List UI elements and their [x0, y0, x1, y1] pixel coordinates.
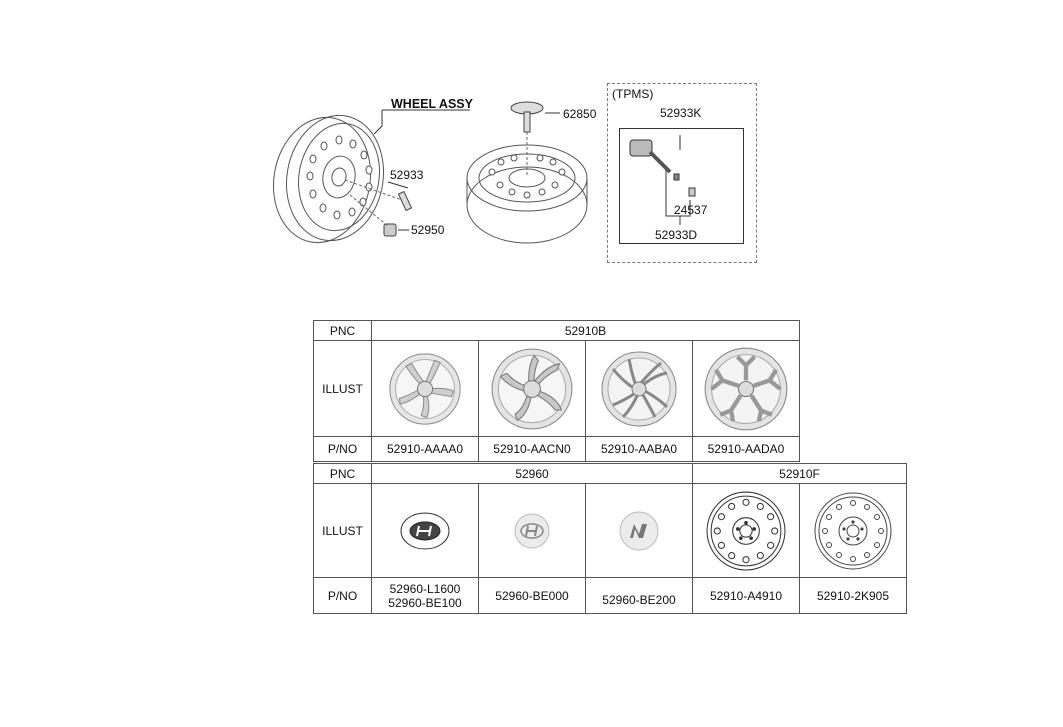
part-number: 52910-2K905 [799, 577, 907, 614]
part-number: 52910-AABA0 [585, 436, 693, 462]
tpms-group-box [607, 83, 757, 263]
illust-header: ILLUST [313, 340, 372, 437]
part-label-52933D: 52933D [655, 228, 698, 242]
cap-wheel-parts-table: PNC 52960 52910F ILLUST [313, 463, 907, 614]
part-number: 52960-BE000 [478, 577, 586, 614]
tpms-sensor-icon [629, 139, 696, 197]
part-number: 52960-L1600 52960-BE100 [371, 577, 479, 614]
part-number: 52910-AADA0 [692, 436, 800, 462]
tpms-label: (TPMS) [612, 87, 654, 101]
pno-header: P/NO [313, 436, 372, 462]
spare-tire-bolt-icon [510, 101, 544, 133]
spare-wheel-icon [466, 144, 588, 244]
illust-cell [692, 340, 800, 437]
part-number-line: 52960-L1600 [389, 581, 461, 596]
part-number: 52910-AACN0 [478, 436, 586, 462]
pnc-value: 52910F [692, 463, 907, 484]
wheel-parts-table: PNC 52910B ILLUST [313, 320, 800, 462]
illust-cell [371, 483, 479, 578]
pnc-value: 52960 [371, 463, 693, 484]
illust-cell [692, 483, 800, 578]
part-label-62850: 62850 [563, 107, 597, 121]
illust-cell [799, 483, 907, 578]
tpms-assy-box [619, 128, 744, 244]
valve-stem-icon [397, 190, 413, 212]
parts-diagram: WHEEL ASSY 52933 52950 62850 (TPMS) 5293… [0, 0, 1063, 300]
part-label-24537: 24537 [674, 203, 708, 217]
hub-cap-hyundai-silver-icon [514, 513, 550, 548]
part-number: 52910-A4910 [692, 577, 800, 614]
illust-cell [478, 483, 586, 578]
pnc-header: PNC [313, 463, 372, 484]
alloy-wheel-split-spoke-icon [601, 351, 677, 426]
alloy-wheel-y-spoke-icon [704, 347, 788, 430]
diagram-drawing [272, 101, 696, 244]
illust-cell [478, 340, 586, 437]
hub-cap-hyundai-logo-icon [400, 512, 450, 549]
part-label-52933: 52933 [390, 168, 424, 182]
pno-header: P/NO [313, 577, 372, 614]
hub-cap-n-logo-icon [619, 511, 659, 550]
steel-wheel-icon [814, 492, 892, 569]
wheel-assy-label: WHEEL ASSY [391, 97, 473, 111]
pnc-header: PNC [313, 320, 372, 341]
illust-cell [585, 340, 693, 437]
illust-cell [371, 340, 479, 437]
lug-nut-icon [383, 223, 397, 237]
part-number-line: 52960-BE100 [388, 595, 462, 610]
alloy-wheel-twisted-spoke-icon [491, 348, 573, 429]
illust-header: ILLUST [313, 483, 372, 578]
part-number: 52910-AAAA0 [371, 436, 479, 462]
illust-cell [585, 483, 693, 578]
pnc-value: 52910B [371, 320, 800, 341]
steel-wheel-assy-icon [272, 114, 385, 244]
part-number: 52960-BE200 [585, 577, 693, 614]
alloy-wheel-5-spoke-icon [389, 352, 461, 425]
part-label-52933K: 52933K [660, 106, 702, 120]
part-label-52950: 52950 [411, 223, 445, 237]
steel-wheel-icon [706, 491, 786, 570]
